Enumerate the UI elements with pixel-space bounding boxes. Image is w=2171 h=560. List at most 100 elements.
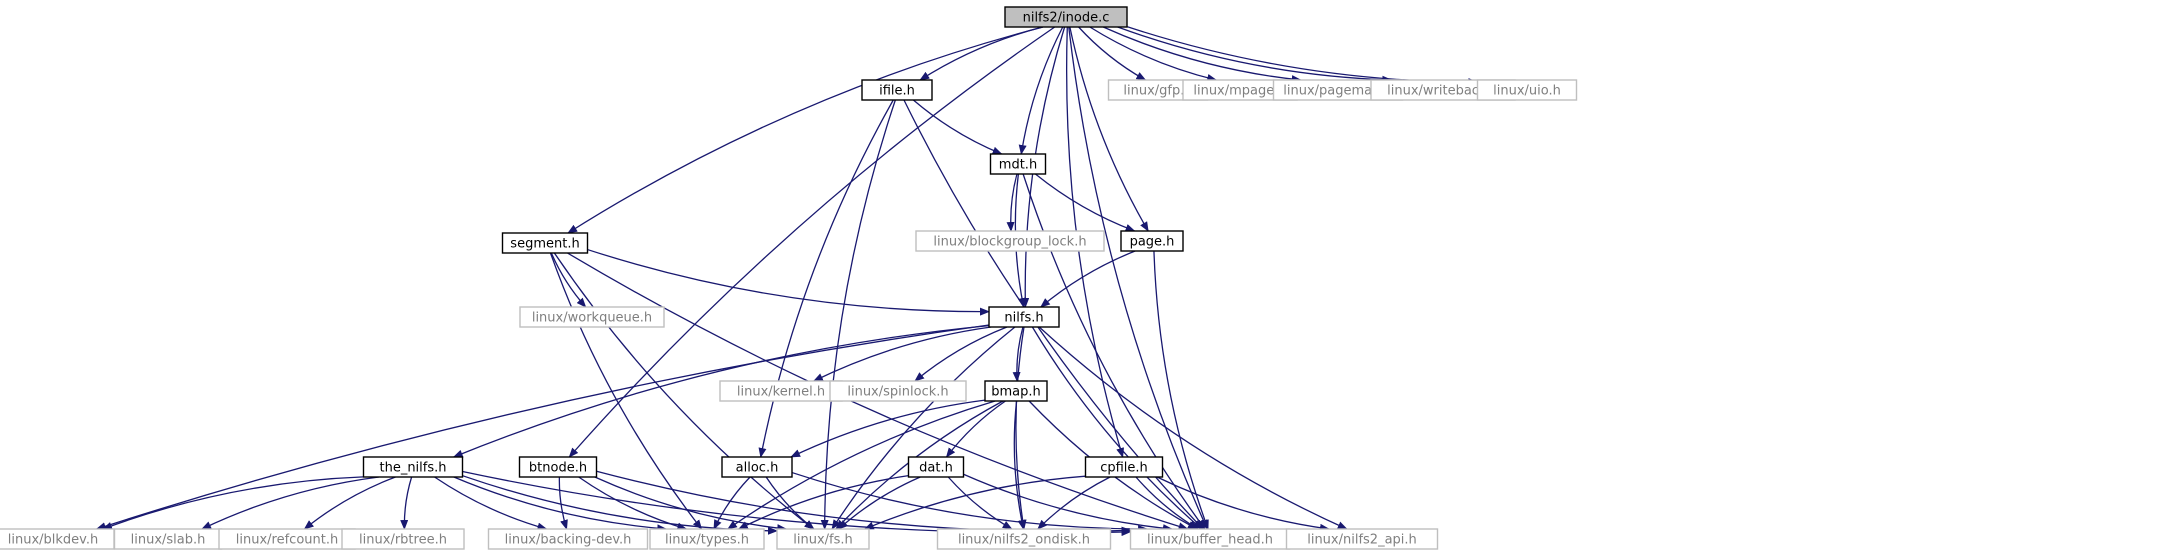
node-refcount: linux/refcount.h [218,528,356,550]
node-label: linux/kernel.h [737,385,825,400]
edge-nilfs-to-bmap [1012,326,1024,382]
node-mdt[interactable]: mdt.h [989,153,1047,175]
node-label: linux/nilfs2_api.h [1307,533,1417,548]
node-label: bmap.h [991,385,1041,400]
edge-cpfile-to-api [1156,476,1330,532]
edge-dat-to-bufferhead [963,473,1173,533]
node-box [519,306,665,328]
node-box [501,232,589,254]
edge-bmap-to-dat [945,400,1006,458]
node-uio: linux/uio.h [1476,79,1578,101]
node-dat[interactable]: dat.h [907,456,965,478]
edge-cpfile-to-ondisk [1037,476,1111,530]
node-bmap[interactable]: bmap.h [984,380,1048,402]
node-api: linux/nilfs2_api.h [1285,528,1439,550]
node-label: alloc.h [736,461,779,476]
edge-the_nilfs-to-types [453,476,668,533]
node-label: linux/rbtree.h [359,533,447,548]
node-box [1084,456,1164,478]
edge-dat-to-ondisk [947,476,1013,530]
node-label: linux/fs.h [793,533,853,548]
node-label: ifile.h [879,84,915,99]
node-nilfs[interactable]: nilfs.h [988,306,1060,328]
node-box [1120,230,1184,252]
node-box [649,528,765,550]
edge-nilfs-to-kernel [812,326,992,382]
edge-the_nilfs-to-fs [462,475,778,535]
edge-segment-to-types [549,252,703,530]
node-slab: linux/slab.h [113,528,223,550]
node-box [988,306,1060,328]
edge-inode-to-btnode [568,26,1056,458]
node-box [861,79,933,101]
edge-nilfs-to-ondisk [1015,326,1027,530]
node-ifile[interactable]: ifile.h [861,79,933,101]
node-box [1004,6,1128,28]
edge-segment-to-fs [553,252,815,530]
node-backingdev: linux/backing-dev.h [487,528,649,550]
edge-inode-to-page [1069,26,1149,232]
edge-the_nilfs-to-slab [201,476,380,530]
edge-nilfs-to-api [1038,326,1348,530]
node-label: linux/blockgroup_lock.h [933,235,1086,250]
node-box [984,380,1048,402]
edge-bmap-to-ondisk [1013,400,1026,530]
node-label: btnode.h [529,461,587,476]
node-box [1476,79,1578,101]
edge-cpfile-to-fs [863,475,1086,530]
node-btnode[interactable]: btnode.h [518,456,598,478]
node-ondisk: linux/nilfs2_ondisk.h [936,528,1112,550]
node-label: page.h [1130,235,1175,250]
edge-btnode-to-fs [594,476,788,533]
node-label: linux/workqueue.h [532,311,652,326]
edge-dat-to-types [737,475,909,530]
node-cpfile[interactable]: cpfile.h [1084,456,1164,478]
node-label: segment.h [510,237,579,252]
edges-layer [95,26,1479,537]
edge-inode-to-mpage [1089,26,1218,82]
edge-inode-to-segment [567,26,1044,234]
edge-inode-to-gfp [1078,26,1147,81]
node-blockgroup: linux/blockgroup_lock.h [915,230,1105,252]
node-box [362,456,464,478]
node-workqueue: linux/workqueue.h [519,306,665,328]
edge-inode-to-mdt [1018,26,1064,155]
node-label: cpfile.h [1100,461,1148,476]
edge-the_nilfs-to-backingdev [434,476,548,531]
node-label: linux/backing-dev.h [505,533,632,548]
edge-mdt-to-page [1034,173,1136,232]
node-alloc[interactable]: alloc.h [721,456,793,478]
edge-nilfs-to-bufferhead [1031,326,1203,530]
edge-bmap-to-types [727,400,996,530]
node-segment[interactable]: segment.h [501,232,589,254]
node-box [989,153,1047,175]
edge-bmap-to-alloc [790,399,986,458]
node-mpage: linux/mpage.h [1182,79,1298,101]
node-label: linux/types.h [665,533,749,548]
node-fs: linux/fs.h [776,528,870,550]
node-box [829,380,967,402]
edge-segment-to-workqueue [550,252,587,308]
node-label: linux/blkdev.h [8,533,98,548]
edge-mdt-to-blockgroup [1006,173,1018,232]
node-box [776,528,870,550]
edge-nilfs-to-blkdev [95,324,990,531]
node-the-nilfs[interactable]: the_nilfs.h [362,456,464,478]
node-rbtree: linux/rbtree.h [341,528,465,550]
node-box [518,456,598,478]
edge-inode-to-writeback [1117,26,1393,84]
edge-inode-to-ifile [919,26,1044,81]
node-label: linux/mpage.h [1193,84,1286,99]
node-page[interactable]: page.h [1120,230,1184,252]
node-box [1285,528,1439,550]
node-label: the_nilfs.h [379,461,446,476]
node-box [907,456,965,478]
node-label: mdt.h [999,158,1037,173]
node-box [487,528,649,550]
node-label: linux/nilfs2_ondisk.h [958,533,1090,548]
node-bufferhead: linux/buffer_head.h [1129,528,1291,550]
node-label: linux/uio.h [1493,84,1561,99]
edge-dat-to-fs [837,476,921,530]
node-inode[interactable]: nilfs2/inode.c [1004,6,1128,28]
